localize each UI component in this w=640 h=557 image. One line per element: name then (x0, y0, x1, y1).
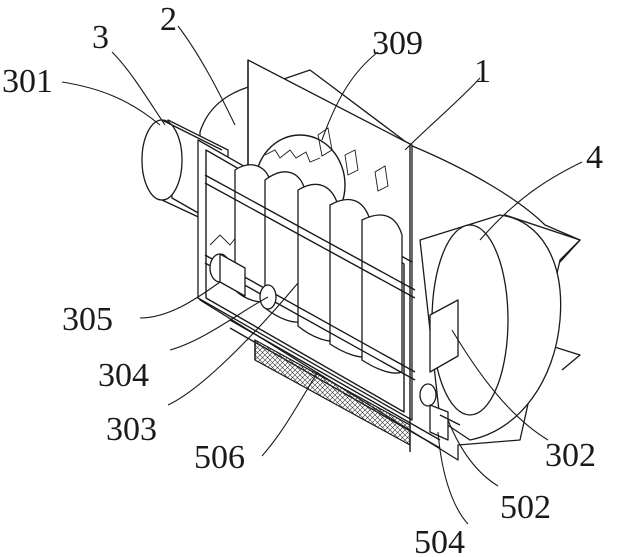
bottom-bracket (429, 404, 461, 441)
label-3: 3 (92, 19, 109, 56)
label-302: 302 (545, 437, 596, 474)
shaft-rods (204, 174, 441, 449)
leader-lines (61, 25, 583, 525)
label-2: 2 (160, 1, 177, 38)
screen-mesh (254, 338, 411, 447)
label-504: 504 (414, 524, 465, 557)
label-309: 309 (372, 25, 423, 62)
label-304: 304 (98, 357, 149, 394)
right-motor-cylinder (419, 214, 562, 441)
label-4: 4 (586, 139, 603, 176)
label-506: 506 (194, 439, 245, 476)
label-303: 303 (106, 411, 157, 448)
reference-labels: 3 2 301 309 1 4 305 304 303 506 302 502 … (2, 1, 603, 557)
label-301: 301 (2, 63, 53, 100)
label-305: 305 (62, 301, 113, 338)
label-1: 1 (474, 53, 491, 90)
label-502: 502 (500, 489, 551, 526)
